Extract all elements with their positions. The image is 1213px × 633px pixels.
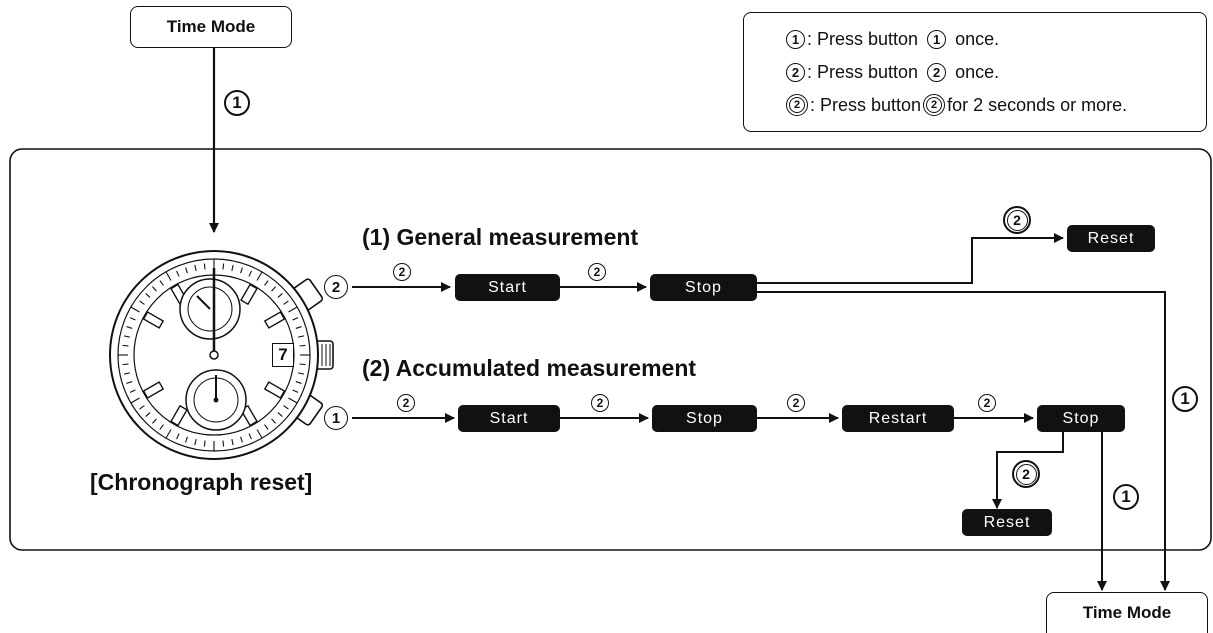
chronograph-reset-caption: [Chronograph reset] bbox=[90, 469, 313, 495]
general-reset-label: Reset bbox=[1067, 225, 1155, 252]
accum-to-time-button-1-icon: 1 bbox=[1113, 484, 1139, 510]
legend-text: : Press button bbox=[810, 94, 922, 115]
watch-button-2-icon: 2 bbox=[324, 275, 348, 299]
accum-restart-label: Restart bbox=[842, 405, 954, 432]
button-2-hold-icon: 2 bbox=[786, 94, 808, 116]
step-button-2-icon: 2 bbox=[397, 394, 415, 412]
watch-button-1-icon: 1 bbox=[324, 406, 348, 430]
chronograph-watch-icon bbox=[109, 250, 334, 460]
general-to-time-button-1-icon: 1 bbox=[1172, 386, 1198, 412]
general-time-arrow bbox=[757, 291, 1170, 591]
legend-text: once. bbox=[955, 62, 1000, 82]
button-2-icon: 2 bbox=[786, 63, 805, 82]
step-button-2-icon: 2 bbox=[393, 263, 411, 281]
bottom-time-mode-label: Time Mode bbox=[1046, 592, 1208, 633]
hold-button-2-icon: 2 bbox=[1012, 460, 1040, 488]
top-time-mode-label: Time Mode bbox=[130, 6, 292, 48]
button-2-icon: 2 bbox=[927, 63, 947, 82]
legend-text: for 2 seconds or more. bbox=[947, 94, 1128, 115]
entry-button-1-icon: 1 bbox=[224, 90, 250, 116]
general-stop-label: Stop bbox=[650, 274, 757, 301]
button-1-icon: 1 bbox=[786, 30, 805, 49]
watch-date-window: 7 bbox=[272, 343, 294, 367]
accum-start-label: Start bbox=[458, 405, 560, 432]
step-button-2-icon: 2 bbox=[978, 394, 996, 412]
legend-text: : Press button bbox=[807, 29, 919, 49]
legend-text: once. bbox=[955, 29, 1000, 49]
legend-row-press-2: 2 : Press button 2 once. bbox=[786, 62, 999, 83]
general-heading: (1) General measurement bbox=[362, 224, 639, 250]
accum-stop-label: Stop bbox=[652, 405, 757, 432]
general-start-label: Start bbox=[455, 274, 560, 301]
button-1-icon: 1 bbox=[927, 30, 947, 49]
accum-stop2-label: Stop bbox=[1037, 405, 1125, 432]
legend-text: : Press button bbox=[807, 62, 919, 82]
general-reset-arrow bbox=[757, 233, 1064, 284]
hold-button-2-icon: 2 bbox=[1003, 206, 1031, 234]
legend-box: 1 : Press button 1 once. 2 : Press butto… bbox=[743, 12, 1207, 132]
accum-reset-label: Reset bbox=[962, 509, 1052, 536]
step-button-2-icon: 2 bbox=[787, 394, 805, 412]
button-2-hold-icon: 2 bbox=[923, 94, 946, 116]
mode-frame bbox=[9, 148, 1212, 551]
legend-row-hold-2: 2 : Press button 2 for 2 seconds or more… bbox=[786, 94, 1127, 116]
accumulated-heading: (2) Accumulated measurement bbox=[362, 355, 697, 381]
legend-row-press-1: 1 : Press button 1 once. bbox=[786, 29, 999, 50]
accum-reset-arrow bbox=[992, 430, 1064, 509]
step-button-2-icon: 2 bbox=[588, 263, 606, 281]
step-button-2-icon: 2 bbox=[591, 394, 609, 412]
